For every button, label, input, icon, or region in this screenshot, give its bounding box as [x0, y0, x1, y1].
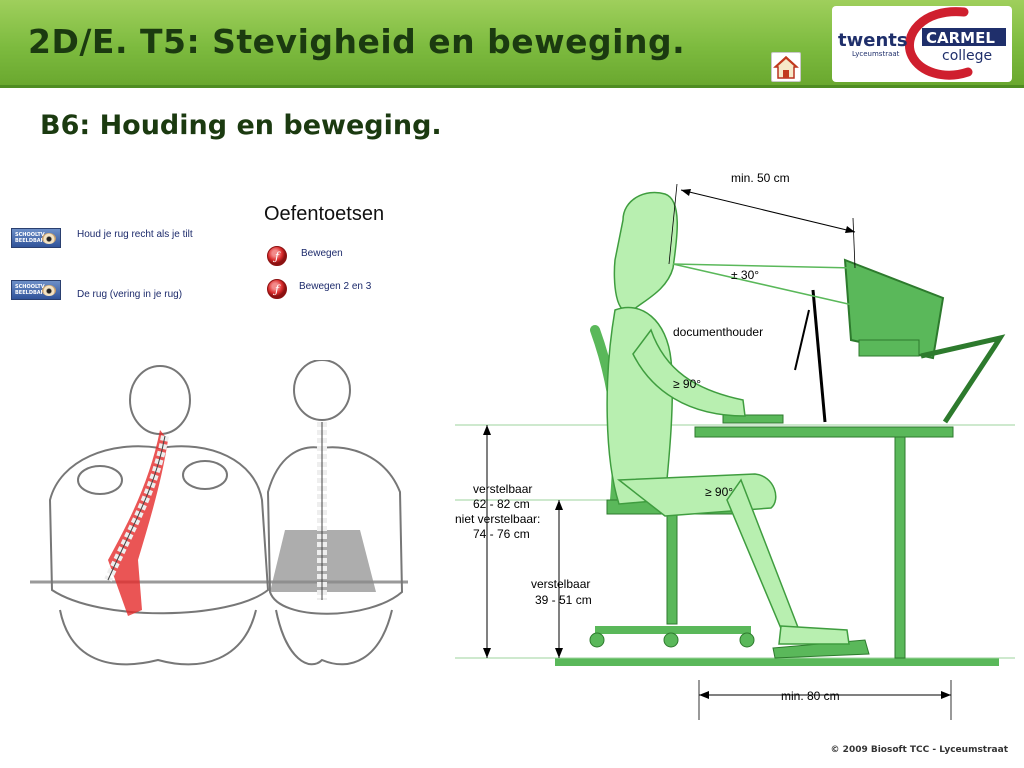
spine-illustration: [30, 359, 408, 676]
logo-word-twents: twents: [838, 30, 908, 51]
flash-icon: ƒ: [267, 246, 287, 266]
label-seat-height-2: 39 - 51 cm: [535, 593, 592, 607]
label-document-holder: documenthouder: [673, 325, 763, 339]
section-subtitle: B6: Houding en beweging.: [40, 110, 442, 141]
school-logo: twents CARMEL college Lyceumstraat: [832, 6, 1012, 82]
label-desk-height-1: verstelbaar: [473, 482, 532, 496]
label-elbow-angle: ≥ 90°: [673, 377, 701, 391]
video-link-label: De rug (vering in je rug): [77, 288, 183, 300]
label-min-distance: min. 50 cm: [731, 171, 790, 185]
quiz-link-label: Bewegen 2 en 3: [299, 280, 372, 292]
video-thumbnail-icon: SCHOOLTV BEELDBANK: [11, 228, 61, 248]
footer-copyright: © 2009 Biosoft TCC - Lyceumstraat: [830, 745, 1008, 755]
logo-word-carmel: CARMEL: [926, 29, 995, 47]
home-icon: [773, 55, 799, 79]
quiz-link-2[interactable]: ƒ Bewegen 2 en 3: [267, 279, 371, 299]
label-seat-height-1: verstelbaar: [531, 577, 590, 591]
video-link-2[interactable]: SCHOOLTV BEELDBANK De rug (vering in je …: [11, 280, 182, 300]
logo-sub: Lyceumstraat: [852, 50, 900, 58]
logo-word-college: college: [942, 48, 992, 64]
thumb-text: SCHOOLTV BEELDBANK: [15, 284, 49, 296]
label-desk-height-3: niet verstelbaar:: [455, 512, 540, 526]
logo-graphic: twents CARMEL college Lyceumstraat: [838, 7, 1006, 80]
home-button[interactable]: [771, 52, 801, 82]
quiz-link-label: Bewegen: [301, 247, 343, 259]
label-eye-angle: ± 30°: [731, 268, 759, 282]
thumb-text: SCHOOLTV BEELDBANK: [15, 232, 49, 244]
label-min-width: min. 80 cm: [781, 689, 840, 703]
ergonomics-diagram: min. 50 cm ± 30° documenthouder ≥ 90° ≥ …: [455, 160, 1015, 720]
quiz-header: Oefentoetsen: [264, 203, 385, 225]
flash-icon: ƒ: [267, 279, 287, 299]
label-desk-height-4: 74 - 76 cm: [473, 527, 530, 541]
label-knee-angle: ≥ 90°: [705, 485, 733, 499]
quiz-link-1[interactable]: ƒ Bewegen: [267, 246, 343, 266]
slide-title: 2D/E. T5: Stevigheid en beweging.: [28, 22, 686, 61]
video-link-label: Houd je rug recht als je tilt: [77, 228, 193, 240]
label-desk-height-2: 62 - 82 cm: [473, 497, 530, 511]
video-link-1[interactable]: SCHOOLTV BEELDBANK Houd je rug recht als…: [11, 228, 193, 248]
video-thumbnail-icon: SCHOOLTV BEELDBANK: [11, 280, 61, 300]
